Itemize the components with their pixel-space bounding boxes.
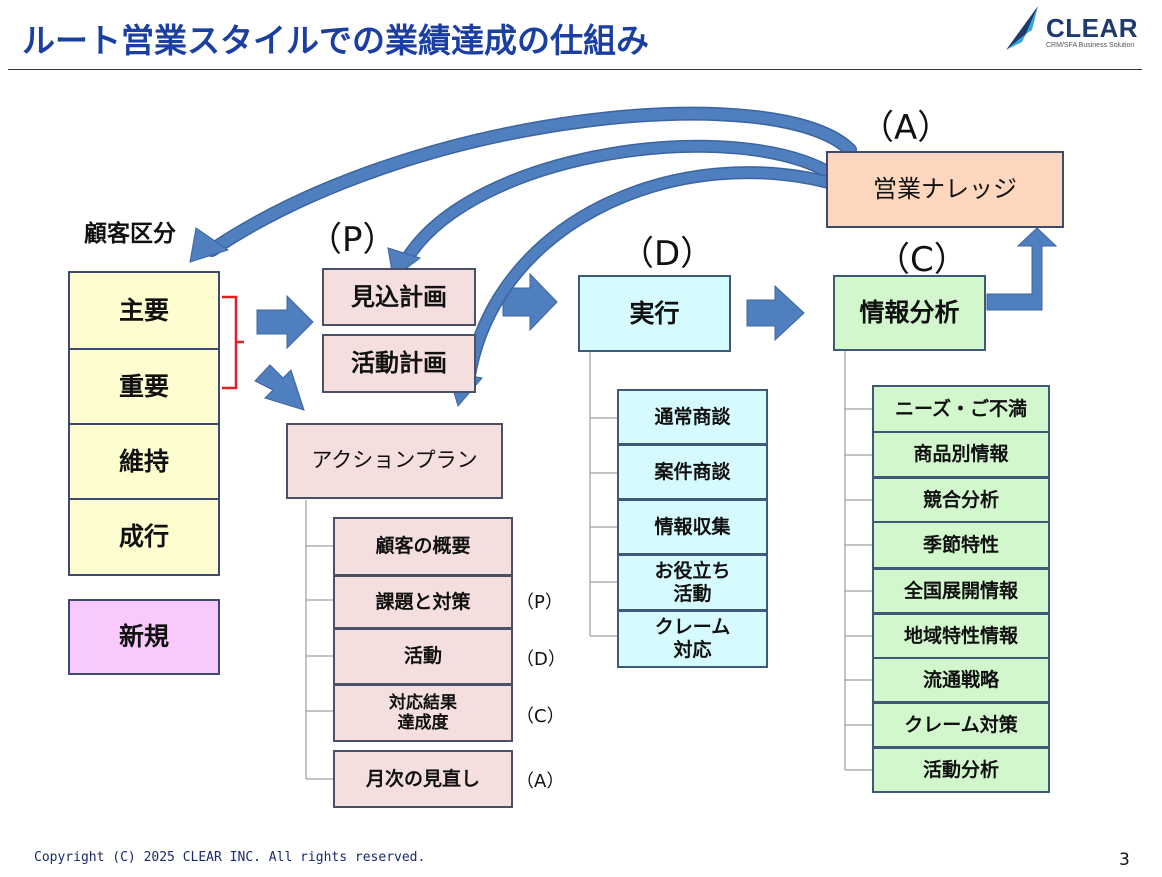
- arrow-right-icon: [746, 284, 805, 342]
- execute-sub-item: 通常商談: [617, 389, 768, 445]
- mikomi-plan-box: 見込計画: [322, 268, 476, 326]
- pdca-marker: （P）: [516, 592, 563, 613]
- analysis-sub-item: 活動分析: [872, 747, 1050, 793]
- action-sub-item: 活動: [333, 628, 513, 685]
- customer-item-juyo: 重要: [68, 348, 220, 425]
- execute-sub-item: 情報収集: [617, 499, 768, 555]
- pdca-marker: （D）: [516, 649, 566, 670]
- arrow-up-icon: [986, 227, 1058, 311]
- action-plan-box: アクションプラン: [286, 423, 503, 499]
- execute-marker: （D）: [620, 234, 715, 274]
- page-title: ルート営業スタイルでの業績達成の仕組み: [22, 21, 649, 60]
- clear-logo-mark-icon: [1006, 6, 1038, 50]
- analysis-marker: （C）: [876, 240, 968, 280]
- execute-sub-item: お役立ち 活動: [617, 554, 768, 611]
- customer-item-nariyuki: 成行: [68, 498, 220, 576]
- activity-plan-box: 活動計画: [322, 334, 476, 393]
- action-sub-item: 課題と対策: [333, 575, 513, 629]
- execute-sub-item: クレーム 対応: [617, 610, 768, 668]
- arrow-right-icon: [502, 272, 558, 332]
- analysis-sub-item: 競合分析: [872, 477, 1050, 523]
- analysis-sub-item: 地域特性情報: [872, 613, 1050, 659]
- logo-text: CLEAR: [1046, 13, 1139, 43]
- knowledge-marker: （A）: [860, 108, 952, 148]
- analysis-sub-item: ニーズ・ご不満: [872, 385, 1050, 433]
- logo-tagline: CRM/SFA Business Solution: [1046, 42, 1135, 49]
- customer-heading: 顧客区分: [84, 221, 176, 247]
- knowledge-box: 営業ナレッジ: [826, 151, 1064, 228]
- action-sub-item: 顧客の概要: [333, 517, 513, 576]
- pdca-marker: （A）: [516, 771, 565, 792]
- plan-marker: （P）: [308, 220, 397, 260]
- analysis-sub-item: 全国展開情報: [872, 568, 1050, 614]
- execute-box: 実行: [578, 275, 731, 352]
- execute-sub-item: 案件商談: [617, 444, 768, 500]
- copyright-text: Copyright (C) 2025 CLEAR INC. All rights…: [34, 850, 426, 865]
- action-sub-item: 対応結果 達成度: [333, 684, 513, 742]
- arrow-right-icon: [256, 294, 314, 350]
- analysis-sub-item: 季節特性: [872, 521, 1050, 569]
- analysis-sub-item: 商品別情報: [872, 431, 1050, 478]
- page-number: 3: [1119, 850, 1130, 870]
- pdca-marker: （C）: [516, 706, 565, 727]
- customer-item-shuyo: 主要: [68, 271, 220, 350]
- bracket-icon: [222, 295, 244, 390]
- arrow-diagonal-icon: [254, 364, 305, 411]
- header-divider: [8, 69, 1142, 70]
- arrow-head-icon: [189, 227, 230, 263]
- customer-item-iji: 維持: [68, 423, 220, 500]
- analysis-box: 情報分析: [833, 275, 986, 351]
- action-sub-item: 月次の見直し: [333, 750, 513, 808]
- customer-item-shinki: 新規: [68, 599, 220, 675]
- analysis-sub-item: クレーム対策: [872, 702, 1050, 748]
- analysis-sub-item: 流通戦略: [872, 657, 1050, 703]
- clear-logo: CLEAR CRM/SFA Business Solution: [1002, 4, 1152, 56]
